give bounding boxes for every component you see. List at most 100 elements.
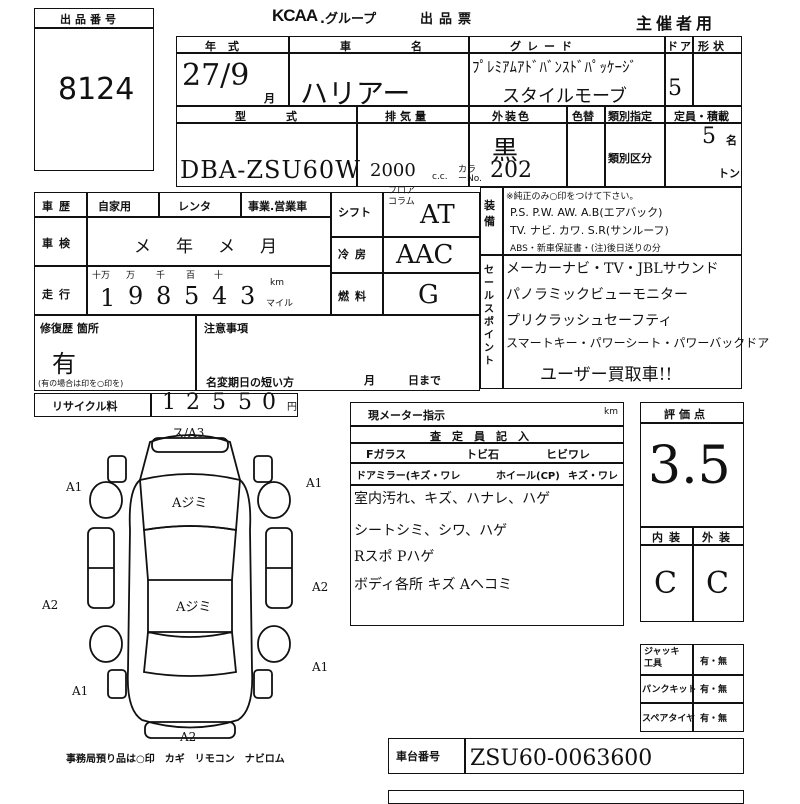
business-option: 事業.営業車 (248, 200, 308, 213)
diagram-label-a2-right: A2 (312, 580, 329, 594)
equipment-box (480, 187, 742, 255)
mile-unit: マイル (266, 299, 294, 309)
color-code-label: カラーNo. (458, 165, 482, 184)
fuel-label: 燃料 (338, 290, 372, 303)
displacement-value: 2000 (370, 160, 416, 181)
meter-box (350, 402, 624, 426)
car-name-value: ハリアー (300, 77, 411, 110)
glass-crack-label: ヒビワレ (546, 448, 590, 461)
door-mirror-label: ドアミラー(キズ・ワレ (356, 471, 461, 482)
recycle-box (34, 393, 298, 417)
model-value: DBA-ZSU60W (180, 156, 361, 184)
recycle-digit-2: 2 (186, 390, 200, 415)
score-value: 3.5 (648, 436, 731, 496)
rental-option: レンタ (178, 200, 211, 213)
capacity-value: 5 (702, 124, 716, 149)
recycle-label: リサイクル料 (52, 400, 118, 413)
shift-value: AT (420, 200, 455, 230)
inspection-comment-2: シートシミ、シワ、ハゲ (354, 523, 508, 539)
sales-point-2: パノラミックビューモニター (506, 287, 688, 303)
organizer-label: 主催者用 (636, 14, 717, 33)
equipment-line-1: P.S. P.W. AW. A.B(エアバック) (510, 206, 663, 219)
diagram-label-top: ス/A3 (172, 426, 205, 440)
displacement-label: 排気量 (385, 110, 430, 123)
color-code-value: 202 (490, 158, 532, 183)
sales-point-3: プリクラッシュセーフティ (506, 313, 673, 329)
exterior-color-label: 外装色 (492, 110, 531, 123)
grade-label: グレード (510, 40, 578, 53)
mileage-digit-3: 8 (156, 282, 172, 310)
mileage-unit-10: 十 (214, 271, 224, 281)
name-change-month: 月 (364, 374, 375, 387)
mileage-unit-100: 百 (186, 271, 196, 281)
sales-point-1: メーカーナビ・TV・JBLサウンド (506, 261, 719, 277)
diagram-roof-mark: Aジミ (176, 600, 212, 615)
notes-box (196, 315, 480, 391)
capacity-unit: 名 (726, 134, 737, 147)
repair-box (34, 315, 196, 391)
category-label: 類別指定 (608, 110, 652, 123)
ac-value: AAC (396, 240, 454, 270)
mileage-digit-1: 1 (100, 284, 116, 312)
mileage-digit-4: 5 (184, 282, 200, 310)
mileage-digit-2: 9 (128, 282, 144, 310)
floor-column-label: フロア コラム (388, 186, 416, 207)
km-unit: km (270, 278, 284, 288)
meter-label: 現メーター指示 (368, 409, 445, 422)
inspection-comment-3: Rスポ Pハゲ (354, 549, 435, 565)
history-label: 車歴 (42, 200, 76, 213)
sales-point-4: スマートキー・パワーシート・パワーバックドア (506, 336, 770, 350)
puncture-kit-label: パンクキット (642, 685, 697, 695)
interior-score: C (654, 566, 677, 601)
exterior-score: C (706, 566, 729, 601)
mileage-label: 走行 (42, 288, 76, 301)
exterior-label: 外装 (702, 531, 736, 544)
brand-suffix: .グループ (320, 12, 377, 27)
diagram-label-a1-left: A1 (66, 480, 83, 494)
name-change-label: 名変期日の短い方 (206, 376, 294, 389)
interior-label: 内装 (652, 531, 686, 544)
diagram-hood-mark: Aジミ (172, 496, 208, 511)
chassis-number: ZSU60-0063600 (470, 746, 653, 771)
equipment-line-3: ABS・新車保証書・(注)後日送りの分 (510, 244, 661, 254)
spare-tire-label: スペアタイヤ (642, 714, 696, 724)
month-label: 月 (264, 92, 275, 105)
spare-tire-value: 有・無 (700, 714, 728, 724)
diagram-label-a2-left: A2 (42, 598, 59, 612)
color-change-label: 色替 (572, 110, 594, 123)
lot-number-label: 出品番号 (60, 13, 120, 26)
lot-number: 8124 (58, 72, 135, 107)
lot-number-box (34, 8, 154, 171)
car-damage-diagram (87, 434, 293, 739)
recycle-digit-1: 1 (162, 390, 176, 415)
mileage-digit-5: 4 (212, 282, 228, 310)
inspection-value: メ 年 メ 月 (134, 237, 281, 257)
recycle-digit-5: 0 (262, 390, 276, 415)
wheel-label: ホイール(CP) (496, 471, 560, 482)
inspection-title: 査 定 員 記 入 (430, 430, 529, 443)
sales-points-label: セールスポイント (484, 265, 494, 367)
fuel-value: G (418, 280, 439, 310)
history-table (34, 192, 480, 315)
recycle-unit: 円 (287, 402, 297, 413)
diagram-label-a1-bottom-left: A1 (72, 684, 89, 698)
doors-label: ドア (667, 40, 693, 53)
mileage-unit-1k: 千 (156, 271, 166, 281)
bottom-box-edge (388, 790, 744, 804)
load-unit: トン (718, 167, 740, 180)
inspection-label: 車検 (42, 237, 76, 250)
diagram-label-a2-bottom: A2 (180, 730, 197, 744)
repair-value: 有 (52, 350, 76, 378)
model-label: 型式 (235, 110, 337, 123)
inspection-comment-1: 室内汚れ、キズ、ハナレ、ハゲ (354, 491, 551, 507)
name-label: 車名 (340, 40, 482, 53)
inspection-box (350, 426, 624, 626)
exterior-color-value: 黒 (492, 136, 519, 166)
stone-chip-label: トビ石 (466, 448, 499, 461)
repair-note: (有の場合は印を○印を) (38, 379, 124, 388)
puncture-kit-value: 有・無 (700, 685, 728, 695)
chassis-label: 車台番号 (396, 750, 440, 763)
private-use-option: 自家用 (98, 200, 131, 213)
doors-value: 5 (668, 76, 682, 101)
name-change-day: 日まで (408, 374, 441, 387)
